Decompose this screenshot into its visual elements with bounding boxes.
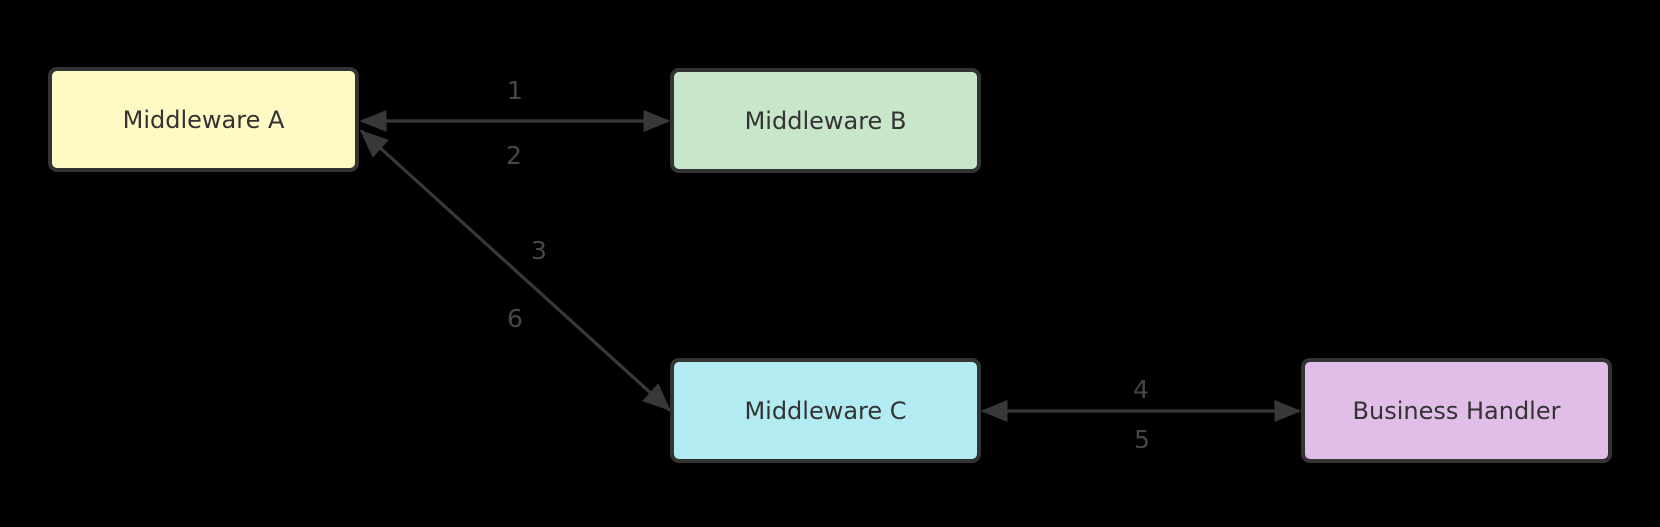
node-middleware-a-label: Middleware A bbox=[122, 105, 285, 134]
edge-c-handler bbox=[980, 400, 1302, 422]
edge-label-2: 2 bbox=[506, 140, 522, 170]
edge-label-6: 6 bbox=[507, 303, 523, 333]
edge-label-4: 4 bbox=[1133, 374, 1149, 404]
node-business-handler[interactable]: Business Handler bbox=[1301, 358, 1612, 463]
node-middleware-c-label: Middleware C bbox=[744, 396, 907, 425]
edge-label-1: 1 bbox=[507, 75, 523, 105]
edge-a-c bbox=[359, 129, 672, 412]
node-middleware-c[interactable]: Middleware C bbox=[670, 358, 981, 463]
edge-label-3: 3 bbox=[531, 235, 547, 265]
node-middleware-b[interactable]: Middleware B bbox=[670, 68, 981, 173]
node-middleware-a[interactable]: Middleware A bbox=[48, 67, 359, 172]
node-business-handler-label: Business Handler bbox=[1352, 396, 1561, 425]
node-middleware-b-label: Middleware B bbox=[744, 106, 907, 135]
edge-label-5: 5 bbox=[1134, 424, 1150, 454]
edge-a-b bbox=[359, 110, 671, 132]
